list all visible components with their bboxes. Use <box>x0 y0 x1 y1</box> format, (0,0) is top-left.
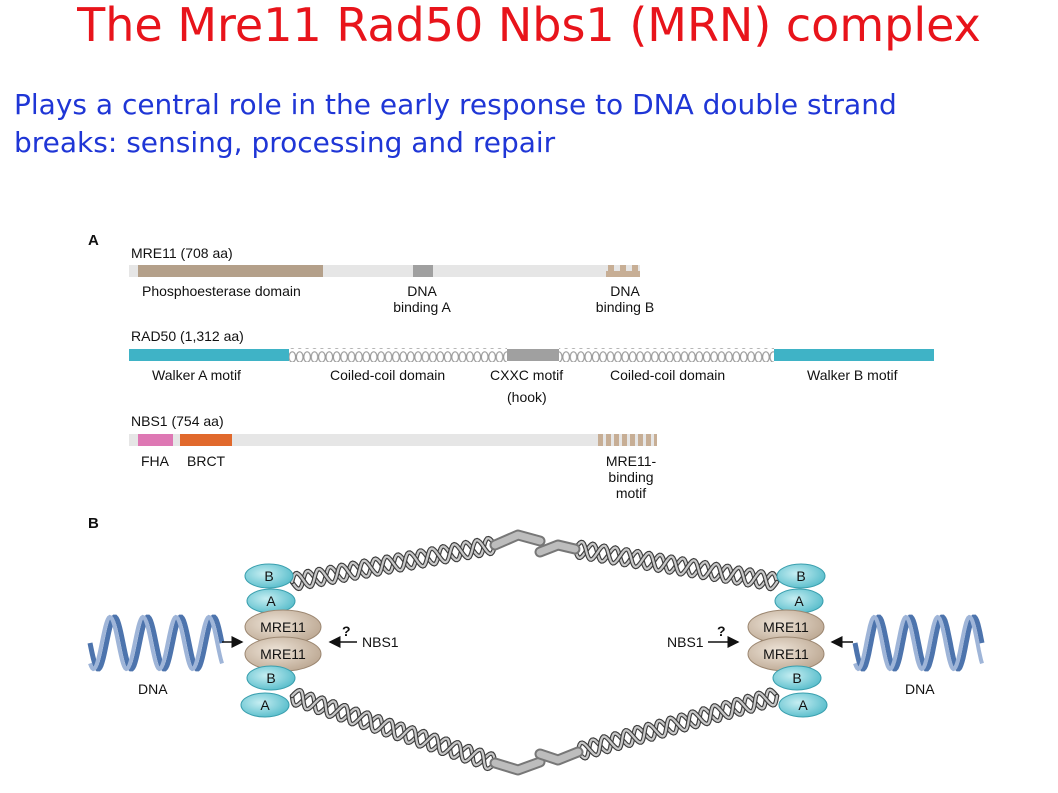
walker-a-motif-bar <box>129 349 289 361</box>
phosphoesterase-domain-label: Phosphoesterase domain <box>142 283 301 299</box>
nbs1-label-right: NBS1 <box>667 634 704 650</box>
arm-top-right-strand-2 <box>573 540 779 591</box>
walker-b-label: Walker B motif <box>807 367 898 383</box>
rad50-b-top-right-label: B <box>796 568 805 584</box>
subtitle-line-2: breaks: sensing, processing and repair <box>14 126 556 159</box>
coiled-coil-right-bar <box>559 348 774 362</box>
rad50-b-bottom-right-label: B <box>792 670 801 686</box>
cxxc-motif-label: CXXC motif <box>490 367 563 383</box>
fha-label: FHA <box>141 453 170 469</box>
dna-right-strand-2 <box>853 614 984 672</box>
dna-helix-left <box>87 614 225 672</box>
mre11-bottom-right-label: MRE11 <box>763 646 809 662</box>
coiled-coil-right-label: Coiled-coil domain <box>610 367 725 383</box>
brct-label: BRCT <box>187 453 226 469</box>
dna-binding-b-bar <box>606 265 640 277</box>
rad50-name: RAD50 (1,312 aa) <box>131 328 244 344</box>
phosphoesterase-domain-bar <box>138 265 323 277</box>
mre11-name: MRE11 (708 aa) <box>131 245 233 261</box>
nbs1-backbone <box>129 434 657 446</box>
walker-a-label: Walker A motif <box>152 367 241 383</box>
mre11-top-left-label: MRE11 <box>260 619 306 635</box>
coiled-coil-left-bar <box>289 348 507 362</box>
question-mark-left: ? <box>342 623 351 639</box>
rad50-a-top-right-label: A <box>794 593 804 609</box>
rad50-protein-map: RAD50 (1,312 aa) Walker A motif Coiled-c… <box>129 328 934 405</box>
rad50-a-bottom-right-label: A <box>798 697 808 713</box>
rad50-a-top-left-label: A <box>266 593 276 609</box>
fha-domain-bar <box>138 434 173 446</box>
dna-label-right: DNA <box>905 681 935 697</box>
rad50-a-bottom-right <box>778 692 828 718</box>
hook-label: (hook) <box>507 389 547 405</box>
dna-helix-right <box>852 614 985 672</box>
nbs1-label-left: NBS1 <box>362 634 399 650</box>
slide-title: The Mre11 Rad50 Nbs1 (MRN) complex <box>77 0 981 52</box>
rad50-coiled-coil-arms <box>289 535 780 772</box>
mre11-binding-motif-bar <box>598 434 657 446</box>
cxxc-motif-bar <box>507 349 559 361</box>
rad50-b-bottom-right <box>772 665 822 691</box>
panel-b-label: B <box>88 515 99 532</box>
arm-bottom-right-strand-2 <box>576 691 779 757</box>
dna-label-left: DNA <box>138 681 168 697</box>
hook-top <box>489 529 581 558</box>
rad50-b-top-right <box>776 563 826 589</box>
rad50-b-bottom-left <box>246 665 296 691</box>
coiled-coil-left-label: Coiled-coil domain <box>330 367 445 383</box>
walker-b-motif-bar <box>774 349 934 361</box>
slide-subtitle: Plays a central role in the early respon… <box>14 86 1054 162</box>
rad50-a-bottom-left <box>240 692 290 718</box>
question-mark-right: ? <box>717 623 726 639</box>
mrn-complex-left: B A MRE11 MRE11 B A ? NBS1 <box>222 563 399 718</box>
rad50-b-bottom-left-label: B <box>266 670 275 686</box>
rad50-a-bottom-left-label: A <box>260 697 270 713</box>
nbs1-name: NBS1 (754 aa) <box>131 413 224 429</box>
subtitle-line-1: Plays a central role in the early respon… <box>14 88 897 121</box>
hook-bottom <box>489 746 584 776</box>
mre11-protein-map: MRE11 (708 aa) Phosphoesterase domain DN… <box>129 245 654 315</box>
rad50-b-top-left-label: B <box>264 568 273 584</box>
arm-bottom-left-strand-2 <box>290 689 497 770</box>
mre11-bottom-left-label: MRE11 <box>260 646 306 662</box>
mrn-complex-right: B A MRE11 MRE11 B A ? NBS1 <box>667 563 853 718</box>
dna-left-strand-2 <box>88 614 224 672</box>
dna-binding-a-bar <box>413 265 433 277</box>
brct-domain-bar <box>180 434 232 446</box>
arm-top-left-strand-2 <box>290 539 497 588</box>
panel-a-label: A <box>88 232 99 249</box>
rad50-b-top-left <box>244 563 294 589</box>
mre11-top-right-label: MRE11 <box>763 619 809 635</box>
